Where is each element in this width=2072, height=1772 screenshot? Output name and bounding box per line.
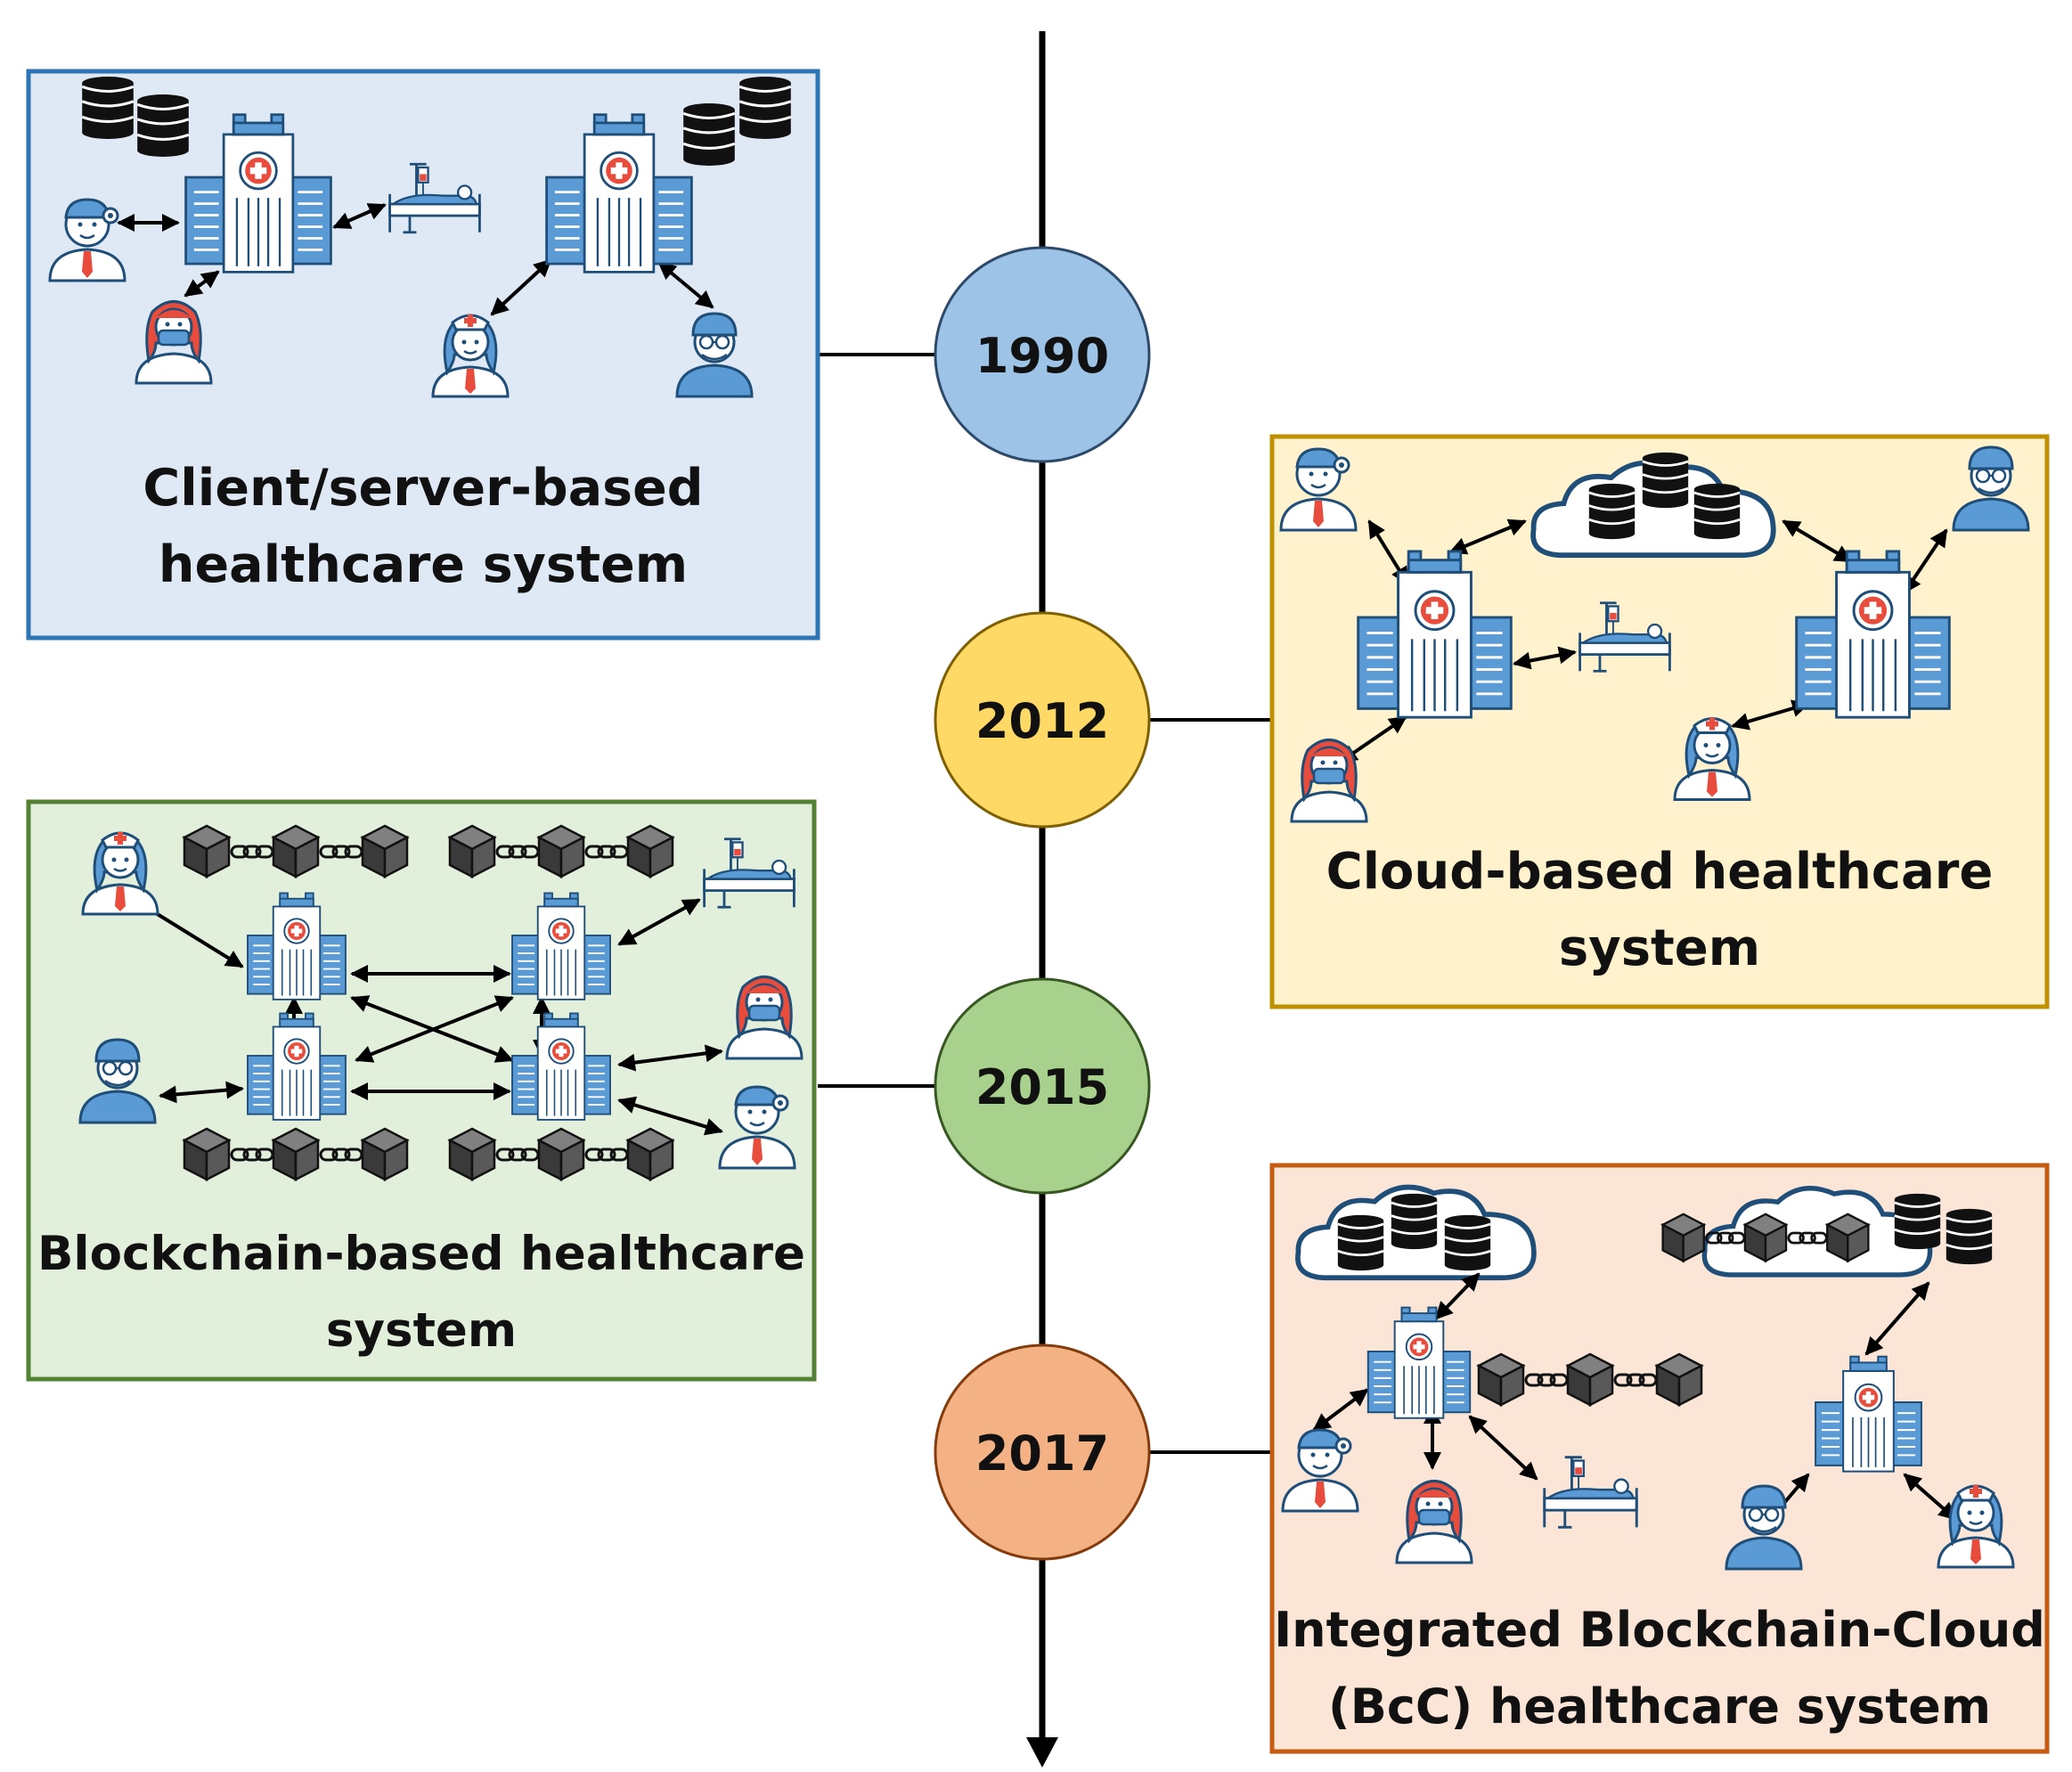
panel-title-line: Blockchain-based healthcare: [37, 1227, 805, 1281]
panel-title-line: healthcare system: [158, 535, 689, 594]
timeline-node-2012: 2012: [934, 611, 1151, 829]
blockchain-icon: [1477, 1352, 1703, 1407]
database-icon: [1641, 451, 1690, 510]
database-icon: [1390, 1192, 1439, 1251]
database-icon: [1693, 482, 1742, 541]
database-icon: [1336, 1213, 1385, 1272]
blockchain-icon: [448, 1127, 674, 1181]
panel-title-line: system: [1558, 919, 1761, 977]
database-icon: [1945, 1207, 1994, 1266]
panel-title-line: system: [325, 1303, 518, 1358]
database-icon: [1443, 1213, 1492, 1272]
panel-title-line: Integrated Blockchain-Cloud: [1274, 1602, 2045, 1658]
panel-title-cloud: Cloud-based healthcare system: [1272, 834, 2047, 987]
database-icon: [681, 102, 737, 167]
timeline-node-1990: 1990: [934, 246, 1151, 463]
database-icon: [1587, 482, 1636, 541]
blockchain-icon: [1661, 1213, 1870, 1262]
database-icon: [738, 76, 793, 140]
panel-bcc: [1269, 1163, 2050, 1754]
blockchain-icon: [183, 1127, 409, 1181]
panel-client-server: [26, 69, 820, 641]
database-icon: [80, 76, 135, 140]
timeline-node-2015: 2015: [934, 977, 1151, 1195]
year-label-1990: 1990: [975, 328, 1109, 384]
timeline-node-2017: 2017: [934, 1343, 1151, 1561]
year-label-2015: 2015: [975, 1059, 1109, 1115]
panel-title-line: Cloud-based healthcare: [1326, 843, 1994, 901]
year-label-2012: 2012: [975, 693, 1109, 749]
timeline-connectors: [818, 353, 1272, 1454]
year-label-2017: 2017: [975, 1425, 1109, 1482]
panel-blockchain: [26, 799, 817, 1382]
panel-title-bcc: Integrated Blockchain-Cloud (BcC) health…: [1272, 1592, 2047, 1745]
panel-cloud: [1269, 434, 2050, 1009]
database-icon: [135, 94, 191, 158]
database-icon: [1893, 1192, 1942, 1251]
panel-title-client-server: Client/server-based healthcare system: [29, 450, 818, 603]
panel-title-line: Client/server-based: [143, 459, 704, 518]
panel-title-line: (BcC) healthcare system: [1328, 1678, 1991, 1735]
blockchain-icon: [448, 824, 674, 878]
panel-title-blockchain: Blockchain-based healthcare system: [29, 1216, 814, 1369]
blockchain-icon: [183, 824, 409, 878]
